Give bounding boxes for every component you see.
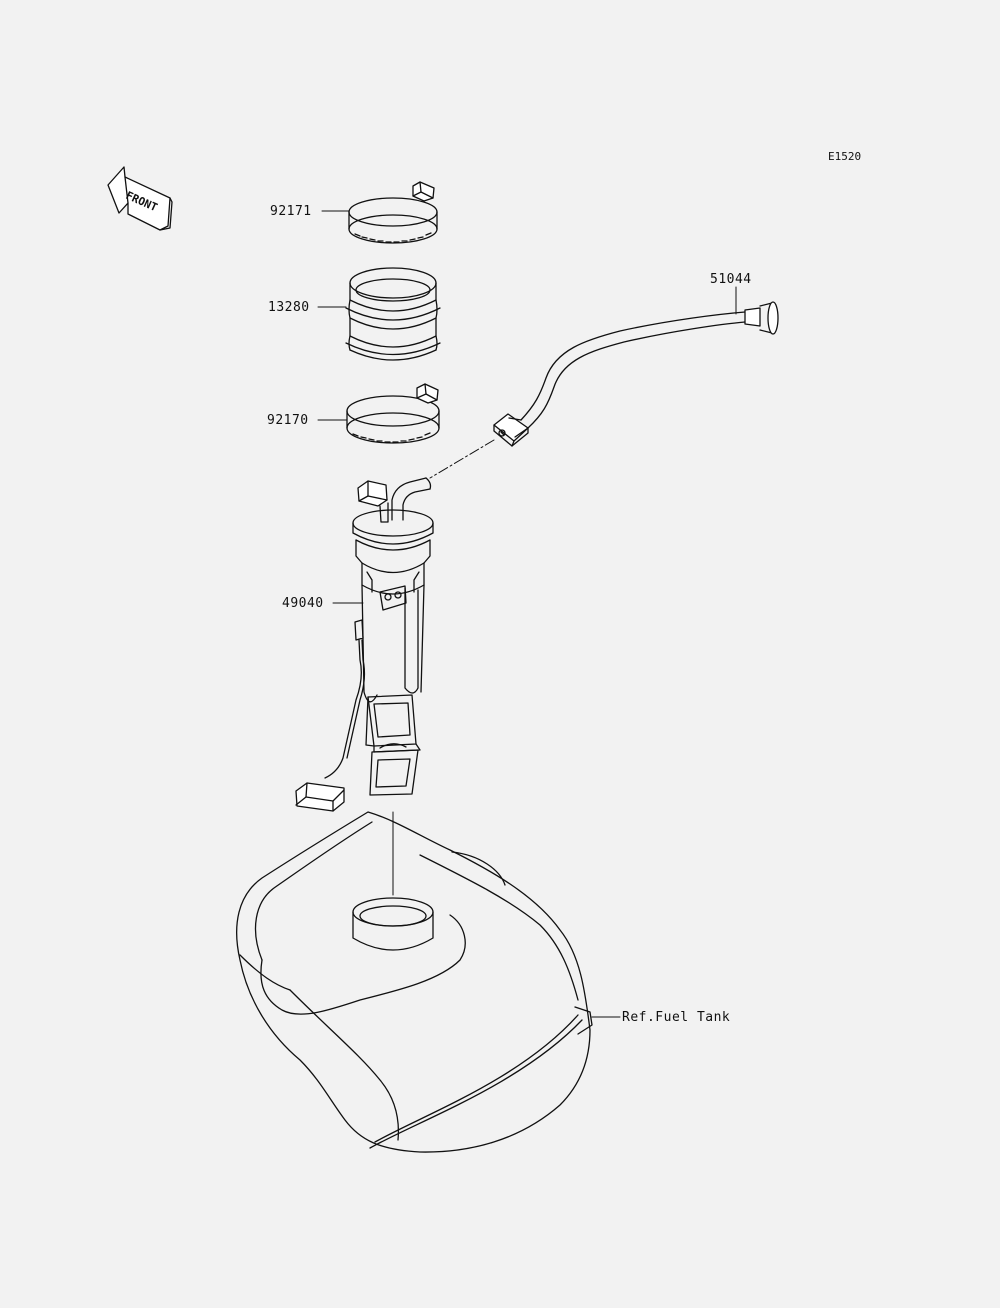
leader-lines <box>317 210 737 1018</box>
diagram-code: E1520 <box>828 150 862 163</box>
pump-49040-drawing <box>295 477 434 812</box>
part-number-49040[interactable]: 49040 <box>282 596 324 611</box>
reference-fuel-tank-label: Ref.Fuel Tank <box>622 1010 731 1025</box>
part-number-92170[interactable]: 92170 <box>267 413 309 428</box>
clamp-92170-drawing <box>346 383 440 444</box>
hose-51044-drawing <box>493 301 779 447</box>
seal-13280-drawing <box>345 267 441 361</box>
hose-alignment-line <box>429 439 495 479</box>
part-number-51044[interactable]: 51044 <box>710 272 752 287</box>
part-number-92171[interactable]: 92171 <box>270 204 312 219</box>
front-arrow-icon: FRONT <box>107 166 173 231</box>
fuel-tank-drawing <box>236 811 593 1153</box>
part-number-13280[interactable]: 13280 <box>268 300 310 315</box>
clamp-92171-drawing <box>348 181 438 244</box>
